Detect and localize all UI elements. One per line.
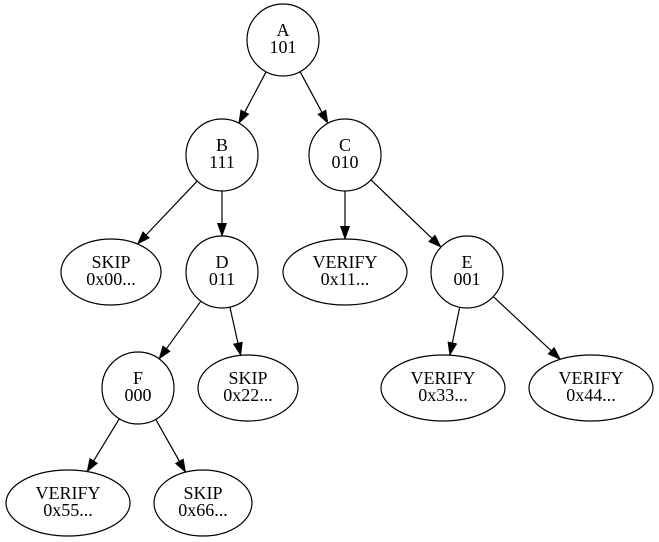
node-shape xyxy=(185,118,259,192)
node-label: SKIP xyxy=(183,483,222,503)
node-shape xyxy=(308,118,382,192)
node-shape xyxy=(246,3,320,77)
node-VERIFY11: VERIFY0x11... xyxy=(282,238,408,306)
node-label: E xyxy=(462,252,473,272)
node-value: 010 xyxy=(332,152,359,172)
node-value: 0x11... xyxy=(321,269,370,289)
node-value: 111 xyxy=(209,152,235,172)
node-shape xyxy=(380,354,506,422)
node-value: 0x00... xyxy=(86,269,136,289)
edge-E-VERIFY33 xyxy=(447,307,461,357)
node-shape xyxy=(185,235,259,309)
node-value: 0x22... xyxy=(223,385,273,405)
node-shape xyxy=(5,469,131,537)
edge-E-VERIFY44 xyxy=(492,296,562,360)
node-label: VERIFY xyxy=(558,368,623,388)
node-label: D xyxy=(216,252,229,272)
node-VERIFY44: VERIFY0x44... xyxy=(528,354,654,422)
edges-layer xyxy=(86,71,562,474)
node-label: C xyxy=(339,135,351,155)
node-label: VERIFY xyxy=(35,483,100,503)
node-label: VERIFY xyxy=(410,368,475,388)
node-shape xyxy=(101,351,175,425)
node-shape xyxy=(197,354,299,422)
node-value: 001 xyxy=(454,269,481,289)
edge-B-SKIP00 xyxy=(136,180,198,245)
node-value: 0x44... xyxy=(566,385,616,405)
node-VERIFY55: VERIFY0x55... xyxy=(5,469,131,537)
node-value: 0x55... xyxy=(43,500,93,520)
node-label: SKIP xyxy=(228,368,267,388)
node-value: 0x66... xyxy=(178,500,228,520)
node-shape xyxy=(528,354,654,422)
edge-A-B xyxy=(238,71,267,125)
node-label: B xyxy=(216,135,228,155)
node-SKIP00: SKIP0x00... xyxy=(60,238,162,306)
node-shape xyxy=(60,238,162,306)
node-SKIP22: SKIP0x22... xyxy=(197,354,299,422)
edge-F-VERIFY55 xyxy=(86,418,120,473)
nodes-layer: A101B111C010SKIP0x00...D011VERIFY0x11...… xyxy=(5,3,654,537)
node-SKIP66: SKIP0x66... xyxy=(153,469,253,537)
node-shape xyxy=(282,238,408,306)
node-value: 0x33... xyxy=(418,385,468,405)
node-value: 011 xyxy=(209,269,235,289)
node-VERIFY33: VERIFY0x33... xyxy=(380,354,506,422)
node-label: VERIFY xyxy=(312,252,377,272)
edge-D-F xyxy=(158,300,202,360)
node-label: A xyxy=(277,20,290,40)
edge-D-SKIP22 xyxy=(229,306,243,357)
node-label: SKIP xyxy=(91,252,130,272)
edge-C-E xyxy=(370,179,442,248)
node-label: F xyxy=(133,368,143,388)
node-value: 101 xyxy=(270,37,297,57)
edge-A-C xyxy=(299,71,329,125)
node-value: 000 xyxy=(125,385,152,405)
edge-F-SKIP66 xyxy=(155,419,187,474)
node-shape xyxy=(153,469,253,537)
node-shape xyxy=(430,235,504,309)
